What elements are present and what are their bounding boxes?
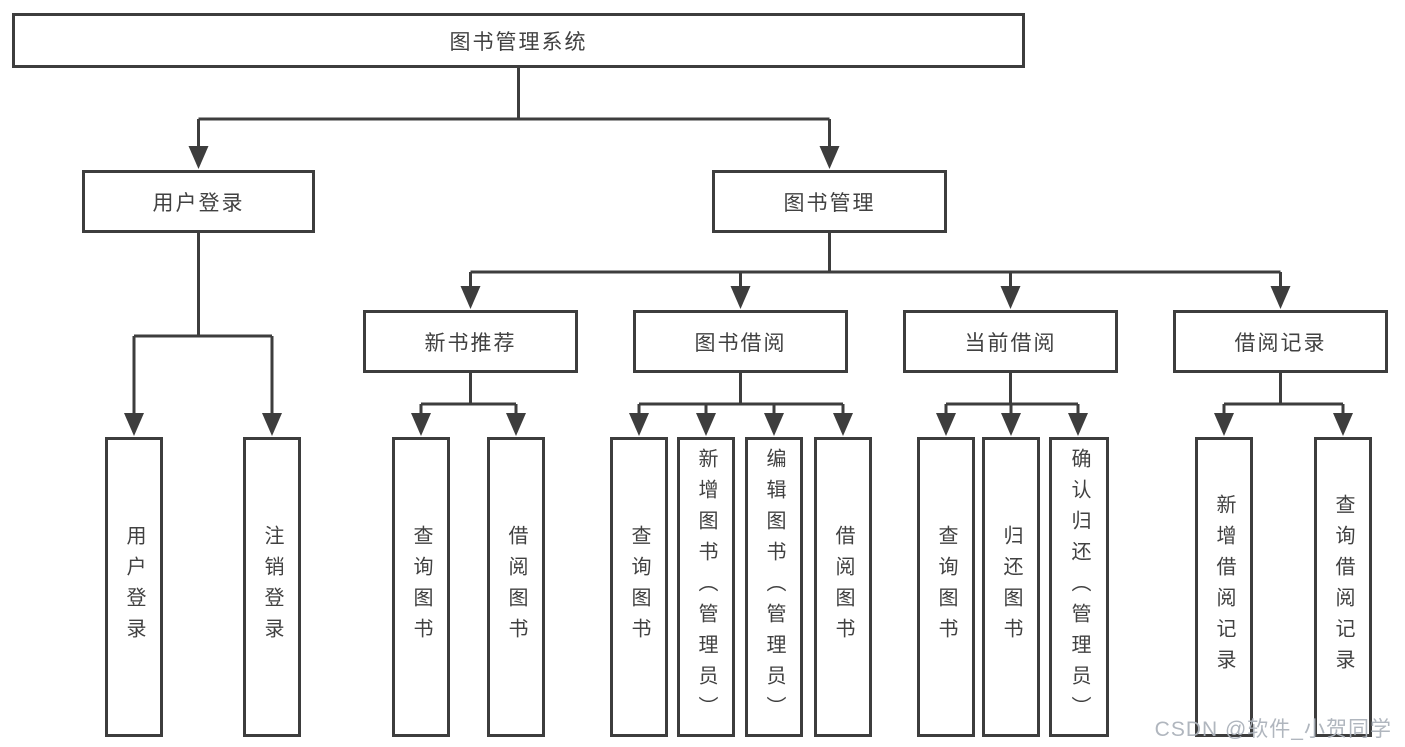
node-label: 用户登录 xyxy=(123,525,145,649)
arrow-down-icon xyxy=(936,413,956,436)
arrow-down-icon xyxy=(833,413,853,436)
leaf-logout: 注销登录 xyxy=(243,437,301,737)
arrow-down-icon xyxy=(188,146,209,169)
arrow-down-icon xyxy=(1270,286,1291,309)
node-label: 归还图书 xyxy=(1000,525,1022,649)
node-library-management-system: 图书管理系统 xyxy=(12,13,1025,68)
leaf-return-book: 归还图书 xyxy=(982,437,1040,737)
arrow-down-icon xyxy=(819,146,840,169)
arrow-down-icon xyxy=(460,286,481,309)
node-label: 查询图书 xyxy=(410,525,432,649)
node-label: 图书管理 xyxy=(783,191,876,215)
node-label: 当前借阅 xyxy=(964,331,1057,355)
arrow-down-icon xyxy=(1214,413,1234,436)
leaf-user-login: 用户登录 xyxy=(105,437,163,737)
node-user-login: 用户登录 xyxy=(82,170,315,233)
leaf-add-borrow-record: 新增借阅记录 xyxy=(1195,437,1253,737)
node-label: 编辑图书（管理员） xyxy=(763,447,785,727)
leaf-query-borrow-record: 查询借阅记录 xyxy=(1314,437,1372,737)
node-new-book-recommend: 新书推荐 xyxy=(363,310,578,373)
connector-book-management-to-level3 xyxy=(469,233,1282,291)
leaf-borrowing-query-books: 查询图书 xyxy=(610,437,668,737)
arrow-down-icon xyxy=(730,286,751,309)
arrow-down-icon xyxy=(1333,413,1353,436)
leaf-confirm-return-admin: 确认归还（管理员） xyxy=(1049,437,1109,737)
connector-book-borrowing-to-leaves xyxy=(637,373,845,418)
connector-root-to-level2 xyxy=(197,68,831,151)
node-label: 新增图书（管理员） xyxy=(695,447,717,727)
node-label: 借阅记录 xyxy=(1234,331,1327,355)
node-book-management: 图书管理 xyxy=(712,170,947,233)
leaf-borrowing-borrow-books: 借阅图书 xyxy=(814,437,872,737)
node-label: 图书管理系统 xyxy=(449,30,588,54)
node-label: 用户登录 xyxy=(152,191,245,215)
leaf-newbook-borrow-books: 借阅图书 xyxy=(487,437,545,737)
csdn-watermark: CSDN @软件_小贺同学 xyxy=(1154,718,1392,741)
arrow-down-icon xyxy=(764,413,784,436)
connector-user-login-to-leaves xyxy=(132,233,274,418)
leaf-newbook-query-books: 查询图书 xyxy=(392,437,450,737)
node-current-borrowing: 当前借阅 xyxy=(903,310,1118,373)
connector-current-borrowing-to-leaves xyxy=(944,373,1080,418)
arrow-down-icon xyxy=(411,413,431,436)
leaf-current-query-books: 查询图书 xyxy=(917,437,975,737)
connector-new-book-recommend-to-leaves xyxy=(419,373,518,418)
arrow-down-icon xyxy=(262,413,282,436)
arrow-down-icon xyxy=(1001,413,1021,436)
node-book-borrowing: 图书借阅 xyxy=(633,310,848,373)
arrow-down-icon xyxy=(629,413,649,436)
node-borrow-records: 借阅记录 xyxy=(1173,310,1388,373)
node-label: 查询图书 xyxy=(935,525,957,649)
node-label: 图书借阅 xyxy=(694,331,787,355)
leaf-add-book-admin: 新增图书（管理员） xyxy=(677,437,735,737)
leaf-edit-book-admin: 编辑图书（管理员） xyxy=(745,437,803,737)
connector-borrow-records-to-leaves xyxy=(1222,373,1345,418)
node-label: 新书推荐 xyxy=(424,331,517,355)
arrowheads xyxy=(124,146,1353,436)
node-label: 查询借阅记录 xyxy=(1332,494,1354,680)
arrow-down-icon xyxy=(696,413,716,436)
node-label: 借阅图书 xyxy=(832,525,854,649)
node-label: 注销登录 xyxy=(261,525,283,649)
arrow-down-icon xyxy=(506,413,526,436)
node-label: 新增借阅记录 xyxy=(1213,494,1235,680)
node-label: 确认归还（管理员） xyxy=(1068,447,1090,727)
arrow-down-icon xyxy=(124,413,144,436)
node-label: 查询图书 xyxy=(628,525,650,649)
arrow-down-icon xyxy=(1068,413,1088,436)
node-label: 借阅图书 xyxy=(505,525,527,649)
arrow-down-icon xyxy=(1000,286,1021,309)
